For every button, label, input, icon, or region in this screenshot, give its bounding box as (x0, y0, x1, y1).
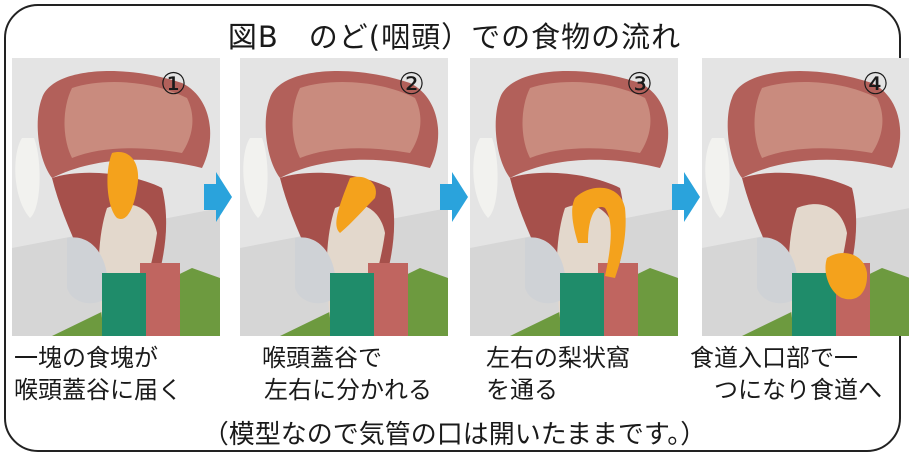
caption-line: つになり食道へ (714, 374, 882, 406)
model-panel-3: ③ (470, 58, 678, 336)
step-number-3: ③ (626, 70, 653, 100)
caption-line: 左右の梨状窩 (486, 342, 630, 374)
caption-line: 一塊の食塊が (14, 342, 182, 374)
caption-1: 一塊の食塊が 喉頭蓋谷に届く (14, 342, 182, 406)
next-step-arrow-icon (672, 172, 700, 222)
caption-2: 喉頭蓋谷で 左右に分かれる (262, 342, 432, 406)
model-panel-1: ① (12, 58, 220, 336)
caption-3: 左右の梨状窩 を通る (486, 342, 630, 406)
model-note: （模型なので気管の口は開いたままです。） (0, 414, 909, 451)
caption-line: を通る (486, 374, 630, 406)
next-step-arrow-icon (440, 172, 468, 222)
caption-4: 食道入口部で一 つになり食道へ (690, 342, 882, 406)
model-panel-4: ④ (702, 58, 909, 336)
caption-line: 喉頭蓋谷で (262, 342, 432, 374)
step-number-2: ② (398, 70, 425, 100)
caption-line: 喉頭蓋谷に届く (14, 374, 182, 406)
model-panel-2: ② (240, 58, 448, 336)
step-number-4: ④ (862, 70, 889, 100)
diagram-title: 図B のど(咽頭）での食物の流れ (0, 14, 909, 56)
caption-line: 食道入口部で一 (690, 342, 882, 374)
caption-line: 左右に分かれる (264, 374, 432, 406)
step-number-1: ① (160, 70, 187, 100)
pharynx-model-image (12, 58, 220, 336)
next-step-arrow-icon (204, 172, 232, 222)
